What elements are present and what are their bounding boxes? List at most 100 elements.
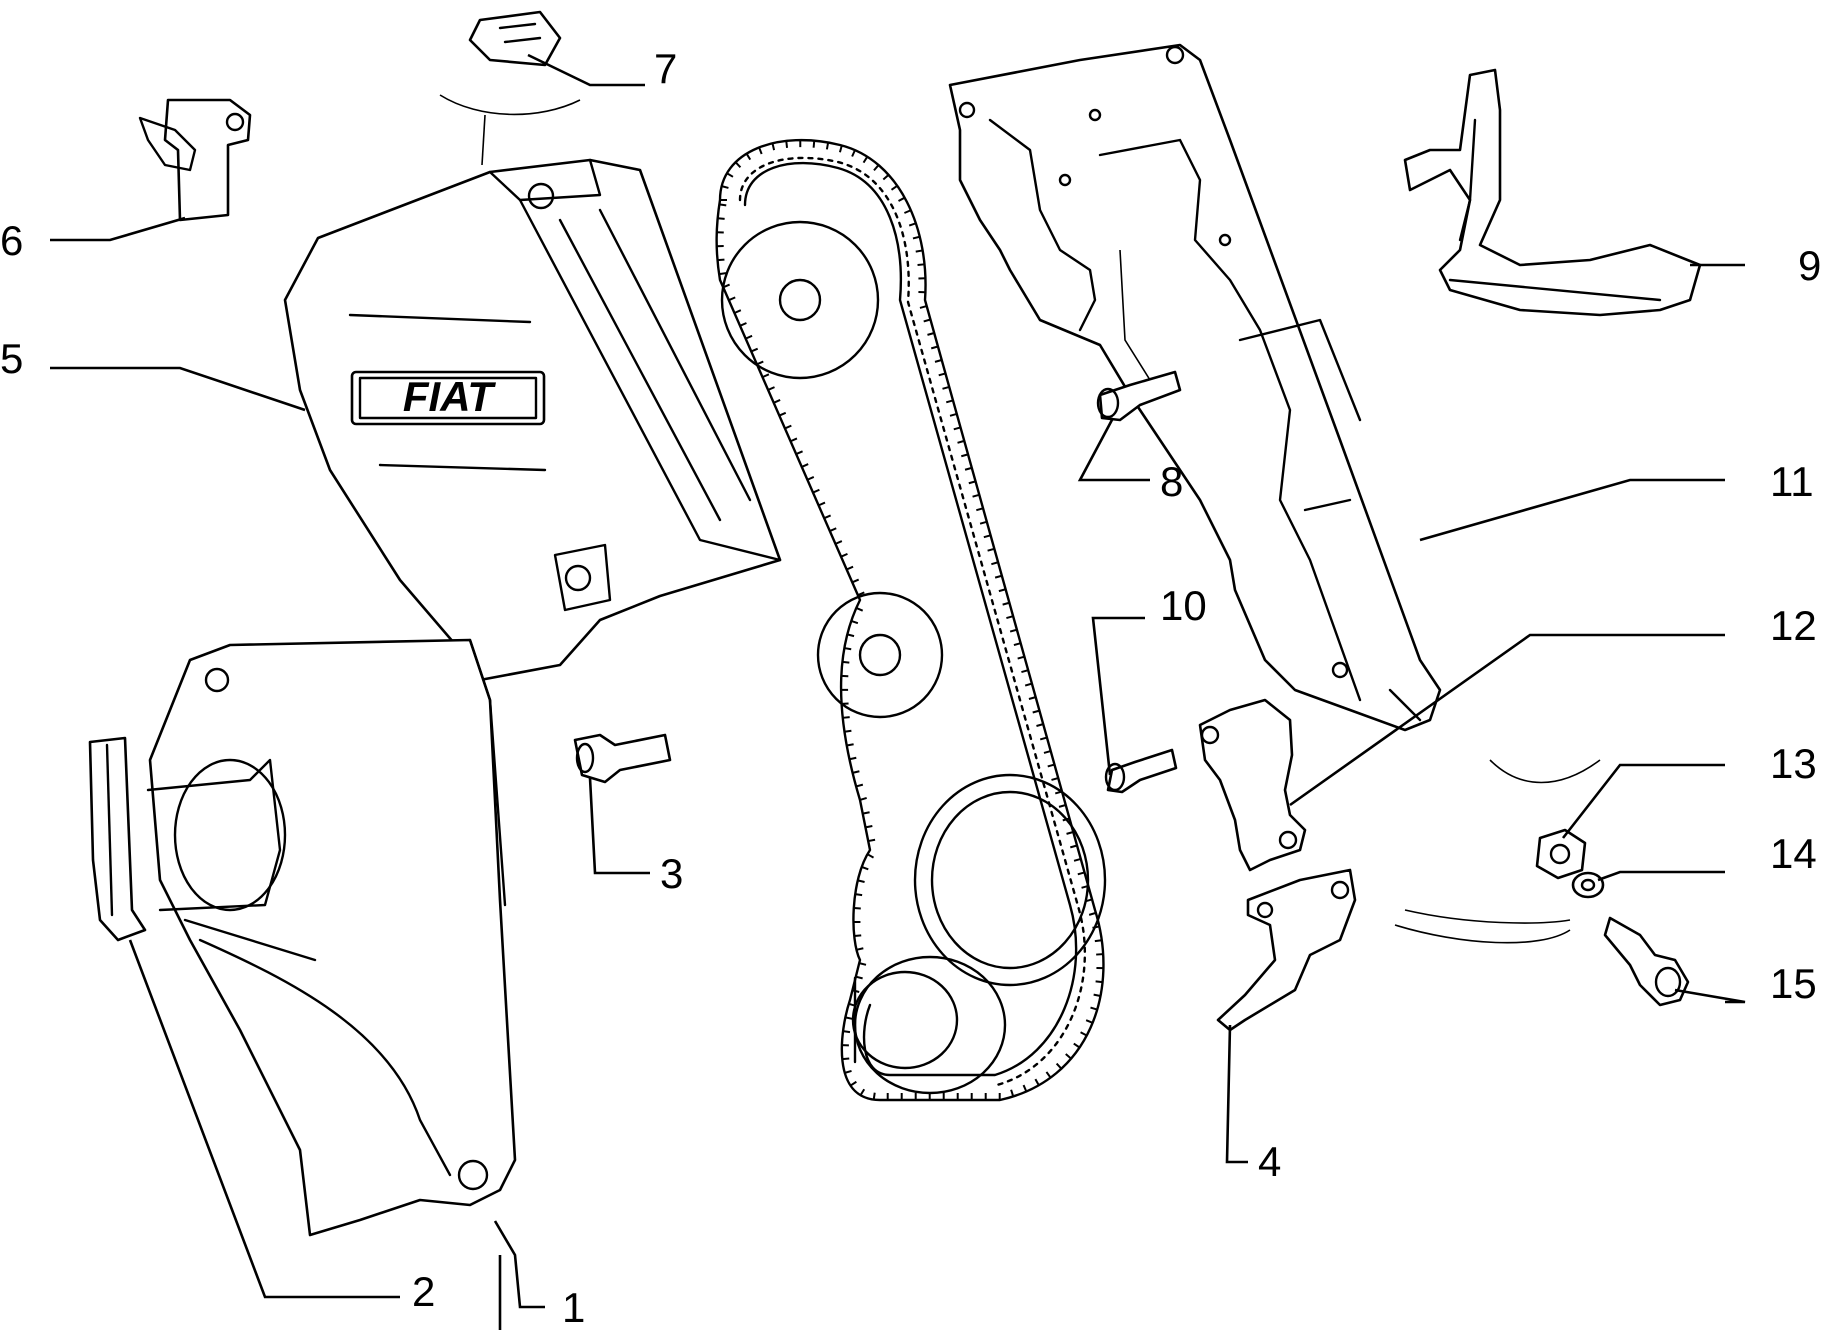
arc-guide-7 — [439, 94, 581, 116]
part-2-seal-strip — [88, 736, 147, 942]
belt-tooth — [857, 591, 865, 597]
belt-tooth — [838, 145, 843, 153]
belt-tooth — [851, 578, 860, 584]
leader-12 — [1289, 633, 1725, 807]
fiat-logo: FIAT — [350, 370, 546, 426]
leader-lines — [50, 53, 1746, 1330]
belt-tooth — [1028, 696, 1036, 700]
belt-tooth — [823, 514, 832, 520]
callout-11: 11 — [1770, 458, 1814, 505]
belt-tooth — [854, 934, 862, 938]
belt-tooth — [1010, 1089, 1015, 1097]
belt-tooth — [1090, 1006, 1098, 1011]
leader-11 — [1419, 478, 1725, 542]
belt-tooth — [1095, 980, 1103, 984]
belt-tooth — [846, 565, 854, 571]
belt-tooth — [790, 437, 798, 443]
belt-tooth — [912, 235, 920, 240]
belt-tooth — [868, 838, 876, 843]
belt-tooth — [961, 453, 969, 458]
part-14-washer — [1571, 871, 1605, 899]
part-7-clip — [468, 10, 562, 67]
belt-tooth — [844, 1069, 852, 1074]
callout-3: 3 — [660, 850, 683, 897]
belt-tooth — [818, 501, 826, 507]
callout-14: 14 — [1770, 830, 1817, 877]
belt-tooth — [945, 399, 954, 404]
part-11-backplate — [948, 43, 1442, 732]
belt-tooth — [718, 272, 727, 276]
belt-tooth — [762, 373, 770, 379]
belt-tooth — [915, 249, 923, 253]
part-10-bolt — [1104, 748, 1178, 794]
belt-tooth — [859, 1088, 866, 1096]
leader-4 — [1225, 1024, 1248, 1164]
belt-tooth — [1021, 669, 1029, 674]
belt-tooth — [717, 258, 725, 262]
belt-tooth — [1036, 723, 1044, 727]
belt-tooth — [1073, 858, 1082, 862]
belt-tooth — [1085, 1019, 1093, 1024]
belt-tooth — [862, 156, 869, 164]
belt-tooth — [998, 588, 1006, 593]
belt-tooth — [842, 716, 850, 719]
callout-15: 15 — [1770, 960, 1817, 1007]
belt-tooth — [1047, 763, 1055, 768]
leader-7 — [527, 53, 645, 87]
belt-tooth — [850, 620, 859, 625]
belt-tooth — [851, 149, 856, 157]
belt-tooth — [856, 947, 864, 951]
line-guide-8 — [1119, 249, 1151, 381]
belt-tooth — [1022, 1084, 1028, 1092]
belt-tooth — [1054, 790, 1063, 795]
belt-tooth — [801, 463, 809, 468]
belt-tooth — [942, 385, 950, 390]
belt-tooth — [849, 1080, 857, 1087]
belt-tooth — [835, 540, 843, 545]
leader-1 — [493, 1220, 545, 1309]
belt-tooth — [846, 743, 854, 747]
belt-tooth — [1002, 601, 1010, 606]
belt-tooth — [847, 633, 855, 638]
svg-text:FIAT: FIAT — [403, 373, 497, 420]
callout-10: 10 — [1160, 582, 1207, 629]
belt-tooth — [842, 1030, 851, 1034]
callout-7: 7 — [654, 45, 677, 92]
leader-3 — [588, 777, 650, 875]
line-guide-13-15 — [1394, 924, 1571, 944]
belt-tooth — [1032, 709, 1040, 714]
leader-15 — [1674, 988, 1746, 1004]
belt-tooth — [728, 296, 736, 302]
belt-tooth — [1094, 939, 1102, 943]
belt-tooth — [1080, 1031, 1088, 1037]
callout-12: 12 — [1770, 602, 1817, 649]
belt-tooth — [750, 347, 759, 353]
belt-tooth — [1058, 804, 1067, 808]
callout-8: 8 — [1160, 458, 1183, 505]
belt-tooth — [890, 184, 898, 191]
belt-tooth — [859, 796, 867, 801]
belt-tooth — [1092, 925, 1100, 929]
belt-tooth — [767, 386, 775, 391]
belt-tooth — [1009, 628, 1018, 633]
callout-6: 6 — [0, 217, 23, 264]
callout-13: 13 — [1770, 740, 1817, 787]
belt-tooth — [862, 811, 870, 815]
belt-tooth — [795, 450, 803, 455]
belt-tooth — [855, 975, 863, 980]
belt-tooth — [1051, 777, 1059, 781]
belt-tooth — [842, 660, 850, 664]
part-9-bracket — [1403, 68, 1702, 317]
belt-tooth — [812, 140, 816, 148]
belt-tooth — [938, 372, 946, 377]
arc-guide-15 — [1404, 909, 1571, 924]
leader-6 — [50, 216, 186, 242]
leader-5 — [50, 366, 306, 412]
belt-tooth — [1013, 642, 1021, 647]
leader-13 — [1561, 763, 1725, 839]
belt-tooth — [957, 439, 965, 444]
belt-tooth — [968, 480, 976, 485]
belt-tooth — [904, 209, 912, 214]
belt-tooth — [1085, 898, 1093, 903]
